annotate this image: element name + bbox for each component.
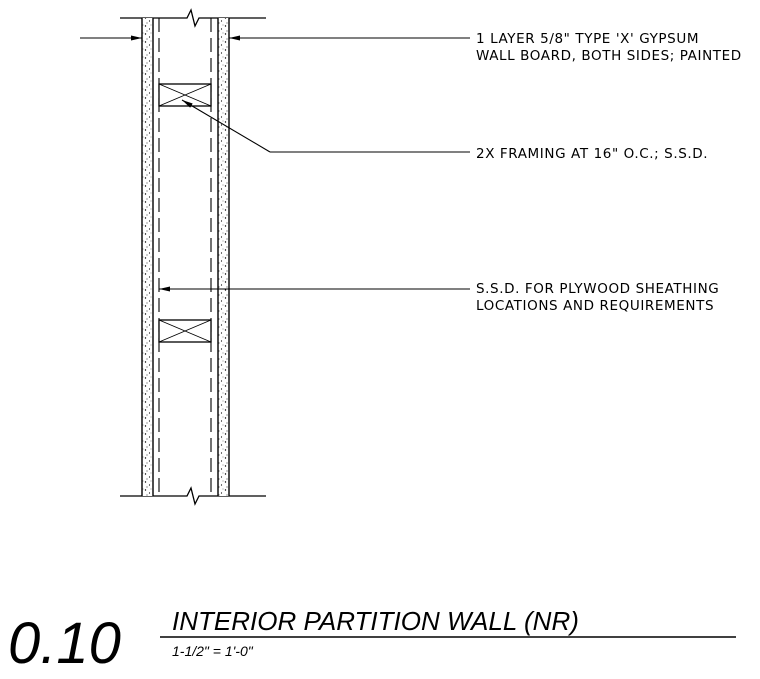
top-break-line <box>120 8 266 28</box>
bottom-break-line <box>120 486 266 506</box>
note-sheathing-line1: S.S.D. FOR PLYWOOD SHEATHING <box>476 281 719 297</box>
blocking-upper <box>158 83 212 107</box>
note-gypsum-line2: WALL BOARD, BOTH SIDES; PAINTED <box>476 48 742 64</box>
gypsum-board-right <box>218 18 229 496</box>
note-sheathing-line2: LOCATIONS AND REQUIREMENTS <box>476 298 714 314</box>
note-framing: 2X FRAMING AT 16" O.C.; S.S.D. <box>476 146 708 162</box>
note-gypsum-line1: 1 LAYER 5/8" TYPE 'X' GYPSUM <box>476 31 699 47</box>
leader-framing <box>181 99 470 153</box>
gypsum-board-left <box>142 18 153 496</box>
detail-number: 0.10 <box>8 611 121 676</box>
detail-title: INTERIOR PARTITION WALL (NR) <box>172 606 579 636</box>
detail-scale: 1-1/2" = 1'-0" <box>172 643 254 659</box>
blocking-lower <box>158 319 212 343</box>
